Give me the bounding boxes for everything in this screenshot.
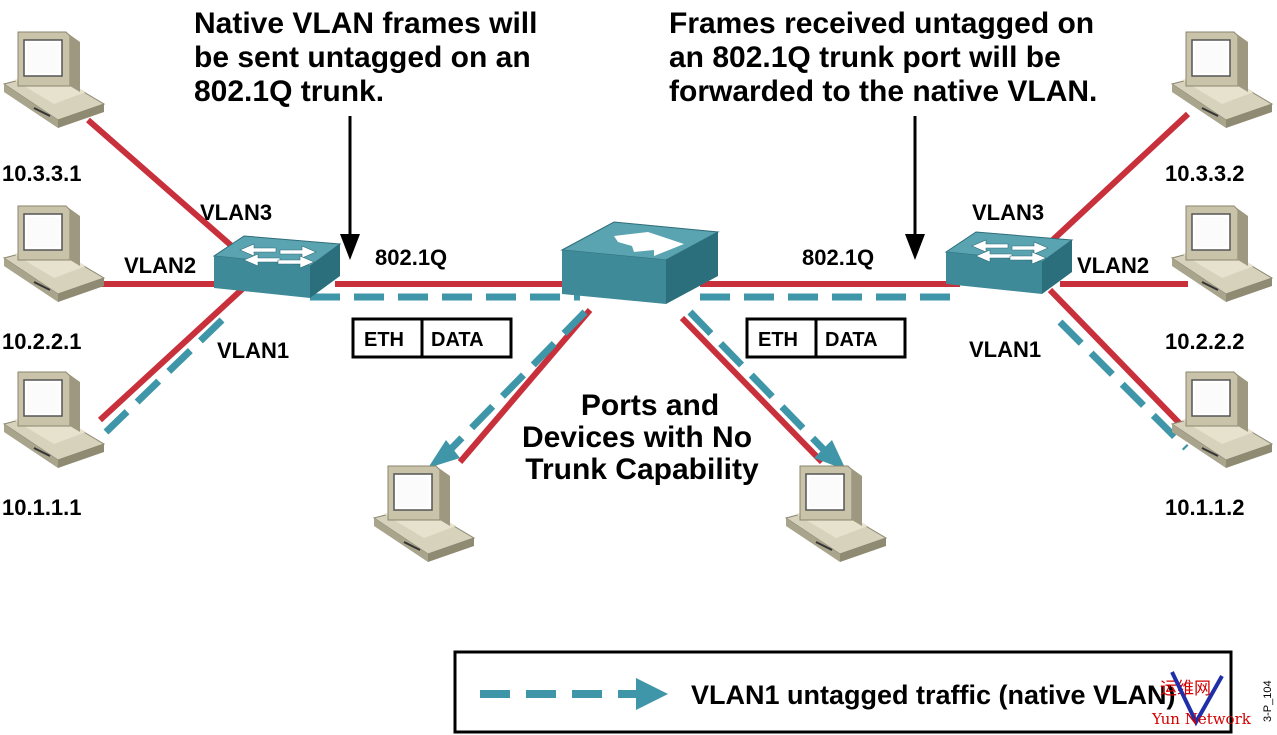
pc-center-left-icon xyxy=(373,465,475,563)
legend-label: VLAN1 untagged traffic (native VLAN) xyxy=(691,680,1176,710)
center-note-line-1: Ports and xyxy=(581,389,719,422)
watermark-logo-v xyxy=(1170,671,1224,727)
callout-right-line-2: an 802.1Q trunk port will be xyxy=(669,41,1061,74)
vlan-label-right-vlan3: VLAN3 xyxy=(972,200,1044,225)
link-hub-pc-left xyxy=(457,308,593,464)
native-path-hub-left xyxy=(445,309,588,455)
frame-box-left: ETH DATA xyxy=(351,317,513,359)
link-left-vlan3 xyxy=(86,117,252,265)
host-ip-left-1: 10.3.3.1 xyxy=(2,161,82,186)
pc-left-2-icon xyxy=(3,205,105,303)
callout-left-line-2: be sent untagged on an xyxy=(194,41,531,74)
callout-right-line-3: forwarded to the native VLAN. xyxy=(669,75,1097,108)
callout-left-line-3: 802.1Q trunk. xyxy=(194,75,384,108)
vlan-label-right-vlan2: VLAN2 xyxy=(1077,253,1149,278)
watermark-cn: 运维网 xyxy=(1160,679,1211,699)
frame-eth-label-right: ETH xyxy=(758,329,798,351)
native-vlan-paths xyxy=(103,293,1189,455)
host-ip-right-3: 10.1.1.2 xyxy=(1165,495,1245,520)
trunk-label-left: 802.1Q xyxy=(375,245,447,270)
callout-left-line-1: Native VLAN frames will xyxy=(194,7,537,40)
link-right-vlan1 xyxy=(1047,287,1191,435)
frame-eth-label-left: ETH xyxy=(364,329,404,351)
vlan-label-left-vlan3: VLAN3 xyxy=(200,200,272,225)
center-note-line-2: Devices with No xyxy=(522,421,752,454)
vlan-links xyxy=(86,111,1191,465)
pc-left-1-icon xyxy=(3,31,105,129)
switch-left-icon xyxy=(213,235,341,299)
pc-center-right-icon xyxy=(785,465,887,563)
native-path-hub-right xyxy=(687,309,829,455)
pc-right-2-icon xyxy=(1171,205,1273,303)
pc-left-3-icon xyxy=(3,371,105,469)
vlan-label-left-vlan1: VLAN1 xyxy=(217,338,289,363)
host-ip-right-1: 10.3.3.2 xyxy=(1165,161,1245,186)
trunk-label-right: 802.1Q xyxy=(802,245,874,270)
switch-right-icon xyxy=(945,231,1073,295)
native-arrowhead-right xyxy=(814,440,846,470)
hub-center-icon xyxy=(561,221,719,305)
callout-arrowhead-right xyxy=(905,234,925,260)
vlan-label-left-vlan2: VLAN2 xyxy=(124,253,196,278)
center-note-line-3: Trunk Capability xyxy=(525,453,759,486)
native-path-left-host xyxy=(103,317,225,435)
callout-arrows xyxy=(348,116,917,238)
callout-arrowhead-left xyxy=(340,234,360,260)
frame-data-label-right: DATA xyxy=(825,329,878,351)
figure-id: 3-P_104 xyxy=(1262,680,1274,722)
vlan-label-right-vlan1: VLAN1 xyxy=(969,337,1041,362)
legend-arrowhead-icon xyxy=(636,678,668,710)
legend: VLAN1 untagged traffic (native VLAN) 运维网… xyxy=(453,650,1252,734)
host-ip-right-2: 10.2.2.2 xyxy=(1165,329,1245,354)
host-ip-left-2: 10.2.2.1 xyxy=(2,329,82,354)
link-right-vlan3 xyxy=(1039,111,1191,253)
host-ip-left-3: 10.1.1.1 xyxy=(2,495,82,520)
frame-data-label-left: DATA xyxy=(431,329,484,351)
pc-right-3-icon xyxy=(1171,371,1273,469)
native-path-right-host xyxy=(1057,319,1189,451)
link-left-vlan1 xyxy=(97,279,253,423)
native-arrowhead-left xyxy=(428,440,460,468)
callout-right-line-1: Frames received untagged on xyxy=(669,7,1094,40)
frame-box-right: ETH DATA xyxy=(745,317,907,359)
watermark-en: Yun Network xyxy=(1151,710,1252,728)
link-hub-pc-right xyxy=(679,315,825,465)
